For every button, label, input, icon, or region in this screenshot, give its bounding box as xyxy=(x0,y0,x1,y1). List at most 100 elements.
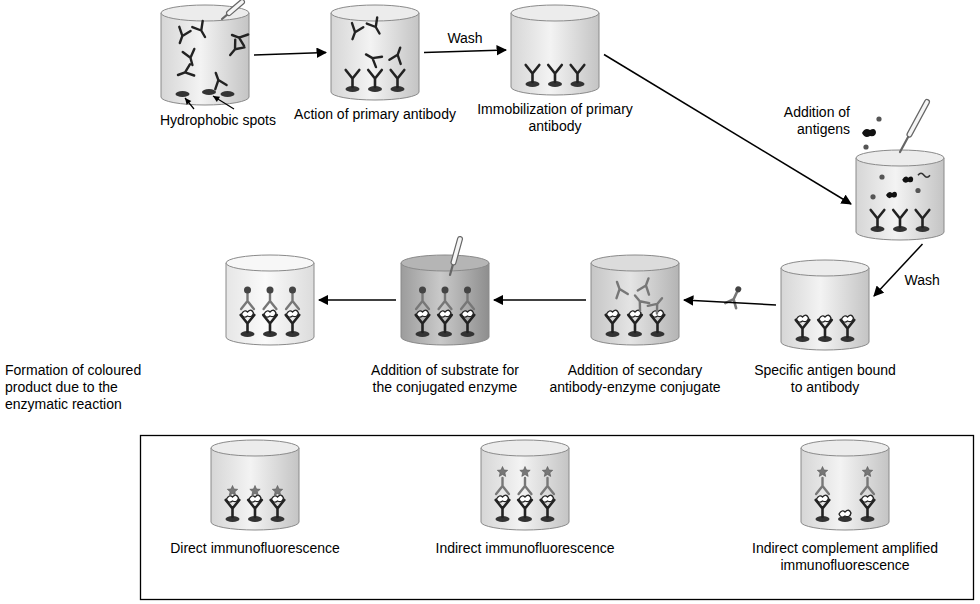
antibody xyxy=(192,21,210,40)
antibody xyxy=(861,500,875,517)
antigen-icons xyxy=(862,116,884,156)
antibody xyxy=(368,70,382,87)
caption-block: Immobilization of primary antibody xyxy=(465,101,645,135)
flow-arrow xyxy=(424,50,506,53)
step-caption: Indirect complement amplified immunofluo… xyxy=(730,540,960,574)
fluorophore-star xyxy=(272,486,282,496)
well-rim xyxy=(226,255,314,271)
pipette xyxy=(900,102,927,152)
antibody xyxy=(541,500,555,517)
antigen xyxy=(819,315,831,322)
antibody xyxy=(346,70,360,87)
caption-block: Hydrophobic spots xyxy=(160,112,300,129)
hydrophobic-spot xyxy=(202,89,216,95)
well-body xyxy=(591,263,679,345)
antibody xyxy=(548,65,562,82)
antibody xyxy=(651,315,665,332)
step-caption: Specific antigen bound to antibody xyxy=(750,362,900,396)
well-illustration xyxy=(400,255,490,345)
antibody xyxy=(416,293,429,309)
antigen xyxy=(862,495,874,502)
antibody xyxy=(816,500,830,517)
assay-well: Addition of secondary antibody-enzyme co… xyxy=(590,255,680,345)
antigen xyxy=(242,310,254,317)
enzyme xyxy=(289,287,296,294)
well-body xyxy=(801,448,889,530)
antigen xyxy=(249,495,261,502)
antibody xyxy=(611,280,627,298)
assay-well: Specific antigen bound to antibody xyxy=(780,260,870,350)
antibody xyxy=(841,320,855,337)
antibody xyxy=(226,500,240,517)
step-caption: Addition of antigens xyxy=(758,104,850,138)
enzyme xyxy=(267,287,274,294)
antigen xyxy=(272,495,284,502)
antigen-dot xyxy=(879,174,884,179)
well-illustration xyxy=(780,260,870,350)
well-rim xyxy=(591,255,679,271)
caption-block: Specific antigen bound to antibody xyxy=(750,362,900,396)
secondary-antibody-icon xyxy=(725,284,745,308)
antibody xyxy=(461,315,475,332)
enzyme xyxy=(419,287,426,294)
step-caption: Indirect immunofluorescence xyxy=(420,540,630,557)
well-illustration xyxy=(330,5,420,100)
well-body xyxy=(161,13,249,105)
antigen xyxy=(227,495,239,502)
step-caption: Addition of substrate for the conjugated… xyxy=(365,362,525,396)
fluorophore-star xyxy=(862,467,872,477)
fluorophore-star xyxy=(250,486,260,496)
antibody xyxy=(286,315,300,332)
antigen-dot xyxy=(915,188,920,193)
hydrophobic-spot xyxy=(176,91,190,97)
fluorophore-star xyxy=(227,486,237,496)
step-caption: Formation of coloured product due to the… xyxy=(5,362,155,413)
antigen xyxy=(607,310,619,317)
well-illustration xyxy=(160,5,250,105)
antigen xyxy=(839,510,851,517)
well-illustration xyxy=(800,440,890,530)
antibody xyxy=(230,29,248,45)
caption-block: Action of primary antibody xyxy=(275,106,475,123)
antigen xyxy=(462,310,474,317)
pipette xyxy=(450,239,460,275)
well-rim xyxy=(801,440,889,456)
antibody xyxy=(176,64,194,80)
antibody xyxy=(210,71,226,89)
well-rim xyxy=(511,5,599,21)
well-illustration xyxy=(855,150,945,240)
hydrophobic-spot xyxy=(221,91,235,97)
antibody xyxy=(263,315,277,332)
flow-arrow xyxy=(874,244,923,296)
well-illustration xyxy=(510,5,600,95)
antibody xyxy=(518,500,532,517)
flow-arrow xyxy=(684,300,776,305)
well-rim xyxy=(781,260,869,276)
antibody xyxy=(796,320,810,337)
caption-block: Indirect immunofluorescence xyxy=(420,540,630,557)
fluorophore-star xyxy=(542,467,552,477)
antibody xyxy=(541,478,554,494)
antibody xyxy=(439,293,452,309)
antibody xyxy=(241,315,255,332)
caption-block: Formation of coloured product due to the… xyxy=(5,362,155,413)
method-panel xyxy=(141,436,974,600)
antigen xyxy=(817,495,829,502)
antigen xyxy=(497,495,509,502)
antibody xyxy=(893,210,907,227)
leader-arrow xyxy=(213,96,234,109)
antibody xyxy=(416,315,430,332)
caption-block: Direct immunofluorescence xyxy=(155,540,355,557)
assay-well: Addition of antigens xyxy=(855,150,945,240)
well-body xyxy=(481,448,569,530)
well-rim xyxy=(211,440,299,456)
leader-arrow xyxy=(185,98,194,109)
antigen xyxy=(542,495,554,502)
antibody xyxy=(571,65,585,82)
well-body xyxy=(781,268,869,350)
antibody xyxy=(818,320,832,337)
well-illustration xyxy=(225,255,315,345)
step-label: Wash xyxy=(903,272,942,288)
fluorophore-star xyxy=(520,467,530,477)
antigen-dot xyxy=(870,194,875,199)
